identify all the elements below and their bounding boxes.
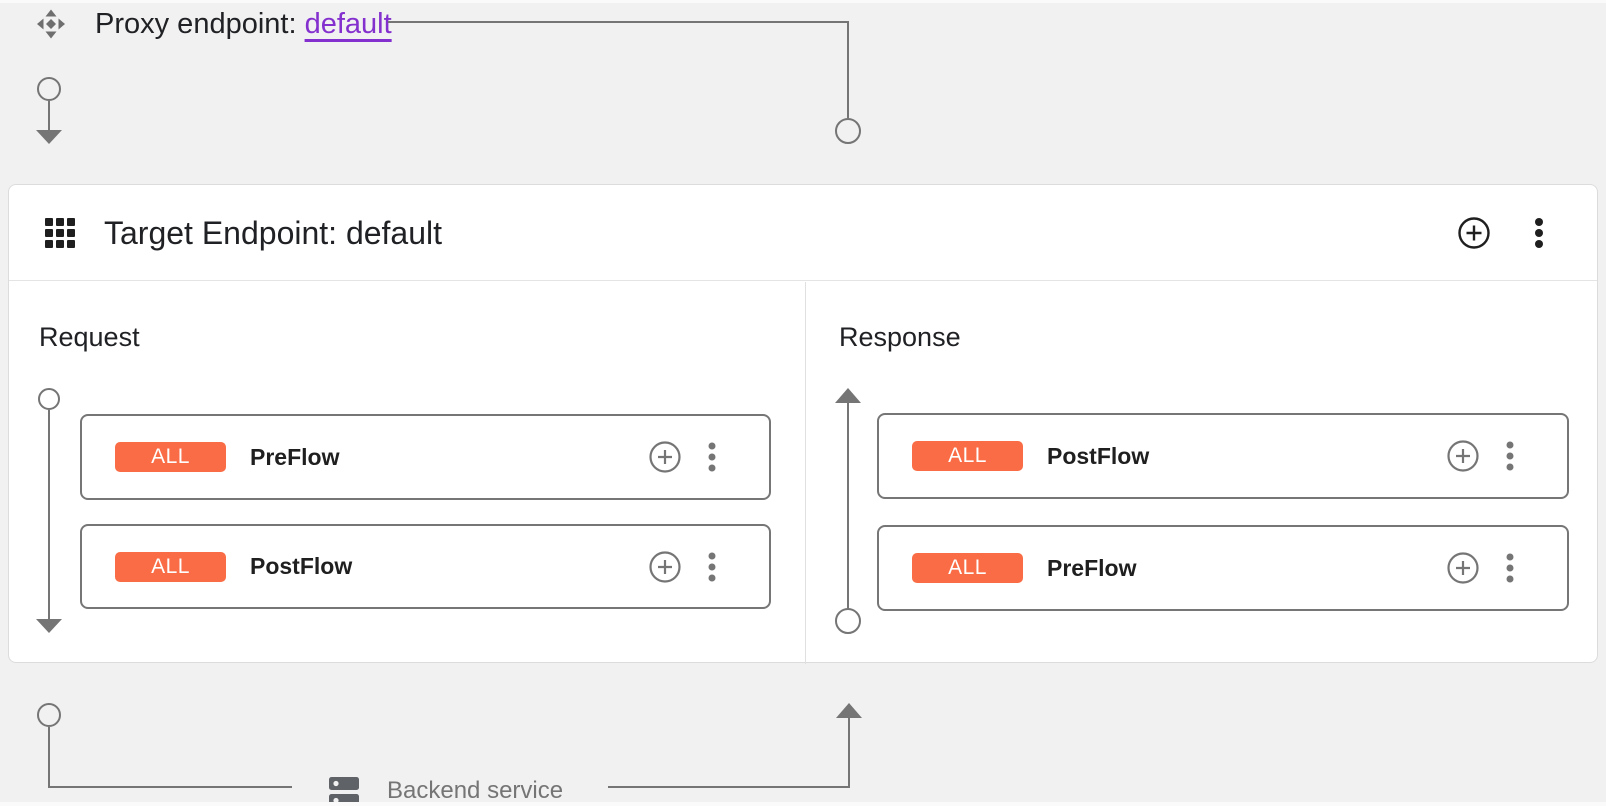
proxy-endpoint-row: Proxy endpoint: default — [36, 6, 392, 42]
proxy-endpoint-label: Proxy endpoint: — [95, 8, 305, 40]
target-endpoint-header: Target Endpoint: default — [9, 185, 1597, 281]
flow-name: PreFlow — [1047, 554, 1137, 581]
target-endpoint-menu-button[interactable] — [1534, 217, 1544, 249]
request-panel-label: Request — [39, 322, 140, 352]
bottom-edge — [0, 802, 1606, 806]
condition-badge: ALL — [912, 441, 1023, 471]
proxy-endpoint-icon — [36, 8, 66, 40]
request-in-connector — [36, 77, 62, 144]
target-endpoint-card: Target Endpoint: default Request Respons… — [8, 184, 1598, 664]
proxy-endpoint-link[interactable]: default — [304, 8, 392, 40]
flow-menu-button[interactable] — [1506, 441, 1514, 471]
target-endpoint-grid-icon — [45, 218, 75, 248]
flow-name: PreFlow — [250, 443, 340, 470]
add-policy-button[interactable] — [1446, 439, 1480, 473]
target-to-backend-connector — [37, 703, 292, 788]
add-policy-button[interactable] — [648, 440, 682, 474]
condition-badge: ALL — [115, 551, 226, 582]
request-preflow-row[interactable]: ALL PreFlow — [80, 414, 771, 500]
response-preflow-row[interactable]: ALL PreFlow — [877, 525, 1569, 611]
flow-menu-button[interactable] — [708, 442, 716, 472]
request-postflow-row[interactable]: ALL PostFlow — [80, 524, 771, 609]
add-policy-button[interactable] — [648, 550, 682, 584]
flow-name: PostFlow — [250, 553, 353, 579]
add-flow-button[interactable] — [1457, 216, 1491, 250]
flow-menu-button[interactable] — [1506, 553, 1514, 583]
flow-name: PostFlow — [1047, 442, 1150, 469]
response-postflow-row[interactable]: ALL PostFlow — [877, 413, 1569, 499]
top-edge — [0, 0, 1606, 3]
backend-to-target-connector — [608, 703, 862, 788]
flow-menu-button[interactable] — [708, 552, 716, 582]
target-endpoint-title: Target Endpoint: default — [104, 215, 443, 251]
response-panel-label: Response — [839, 322, 961, 352]
proxy-to-target-connector — [388, 21, 861, 144]
backend-service-label: Backend service — [387, 777, 564, 804]
condition-badge: ALL — [115, 442, 226, 472]
request-response-divider — [805, 282, 806, 664]
condition-badge: ALL — [912, 553, 1023, 583]
add-policy-button[interactable] — [1446, 551, 1480, 585]
